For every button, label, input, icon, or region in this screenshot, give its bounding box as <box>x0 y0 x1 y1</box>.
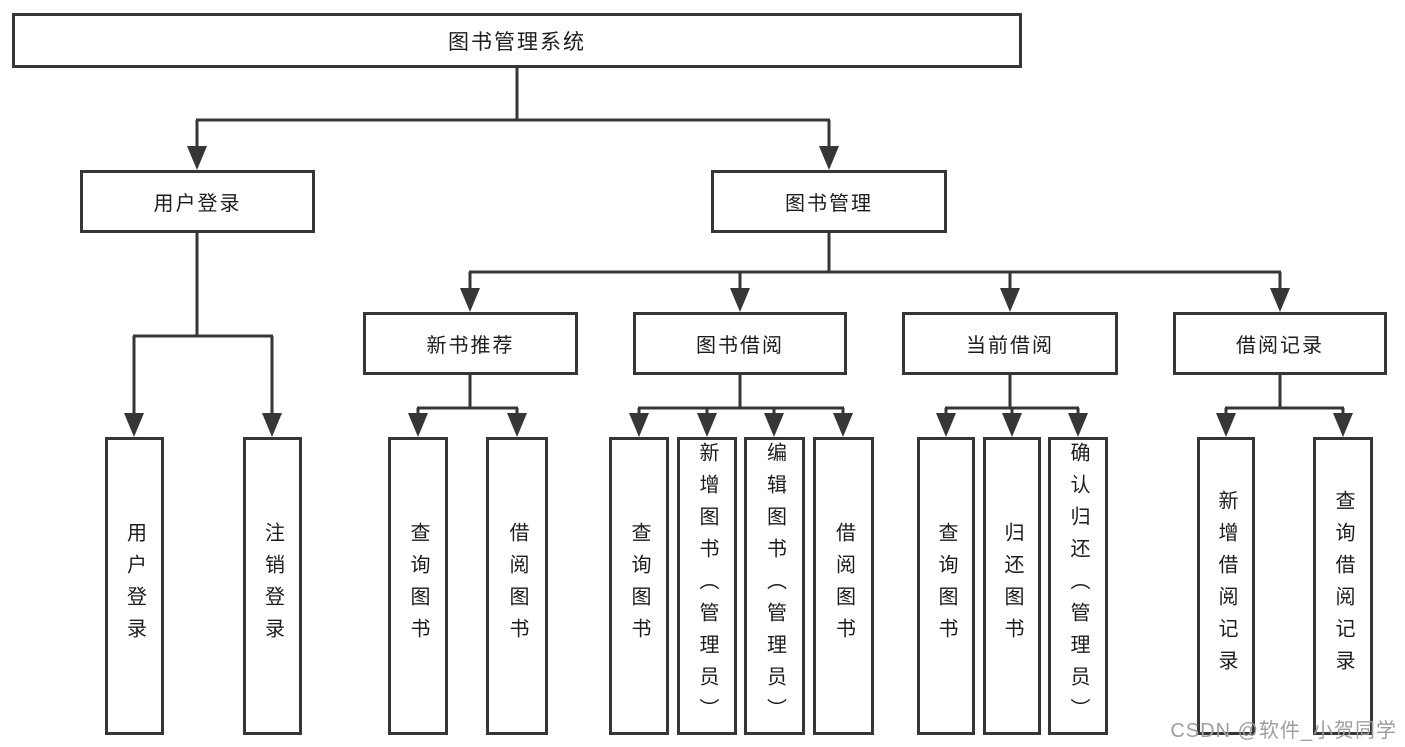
node-current-borrow: 当前借阅 <box>902 312 1118 375</box>
leaf-query-books: 查询图书 <box>917 437 975 735</box>
node-label: 图书借阅 <box>696 335 784 357</box>
leaf-return-book: 归还图书 <box>983 437 1041 735</box>
watermark: CSDN @软件_小贺同学 <box>1170 720 1397 742</box>
leaf-label: 新增借阅记录 <box>1215 490 1237 682</box>
leaf-logout: 注销登录 <box>243 437 302 735</box>
node-book-management-system: 图书管理系统 <box>12 13 1022 68</box>
node-book-borrow: 图书借阅 <box>633 312 847 375</box>
node-label: 借阅记录 <box>1236 335 1324 357</box>
leaf-confirm-return-admin: 确认归还（管理员） <box>1048 437 1108 735</box>
node-book-management: 图书管理 <box>711 170 947 233</box>
leaf-query-borrow-record: 查询借阅记录 <box>1313 437 1373 735</box>
node-label: 当前借阅 <box>966 335 1054 357</box>
leaf-label: 新增图书（管理员） <box>696 442 718 730</box>
leaf-add-book-admin: 新增图书（管理员） <box>677 437 737 735</box>
leaf-label: 查询图书 <box>628 522 650 650</box>
node-label: 图书管理 <box>785 193 873 215</box>
leaf-label: 查询图书 <box>407 522 429 650</box>
leaf-borrow-books: 借阅图书 <box>486 437 548 735</box>
leaf-label: 查询借阅记录 <box>1332 490 1354 682</box>
node-label: 新书推荐 <box>426 335 515 357</box>
leaf-user-login: 用户登录 <box>105 437 164 735</box>
leaf-label: 用户登录 <box>123 522 146 650</box>
leaf-query-books: 查询图书 <box>388 437 448 735</box>
node-new-book-recommend: 新书推荐 <box>363 312 578 375</box>
leaf-label: 确认归还（管理员） <box>1067 442 1089 730</box>
leaf-label: 编辑图书（管理员） <box>763 442 786 730</box>
leaf-label: 归还图书 <box>1001 522 1023 650</box>
node-label: 图书管理系统 <box>448 30 586 54</box>
node-borrow-records: 借阅记录 <box>1173 312 1387 375</box>
node-label: 用户登录 <box>153 193 242 215</box>
leaf-label: 借阅图书 <box>832 522 855 650</box>
leaf-label: 借阅图书 <box>506 522 528 650</box>
leaf-edit-book-admin: 编辑图书（管理员） <box>744 437 805 735</box>
leaf-label: 注销登录 <box>261 522 284 650</box>
leaf-add-borrow-record: 新增借阅记录 <box>1197 437 1255 735</box>
leaf-query-books: 查询图书 <box>609 437 669 735</box>
leaf-borrow-books: 借阅图书 <box>813 437 874 735</box>
node-user-login: 用户登录 <box>80 170 315 233</box>
leaf-label: 查询图书 <box>935 522 957 650</box>
